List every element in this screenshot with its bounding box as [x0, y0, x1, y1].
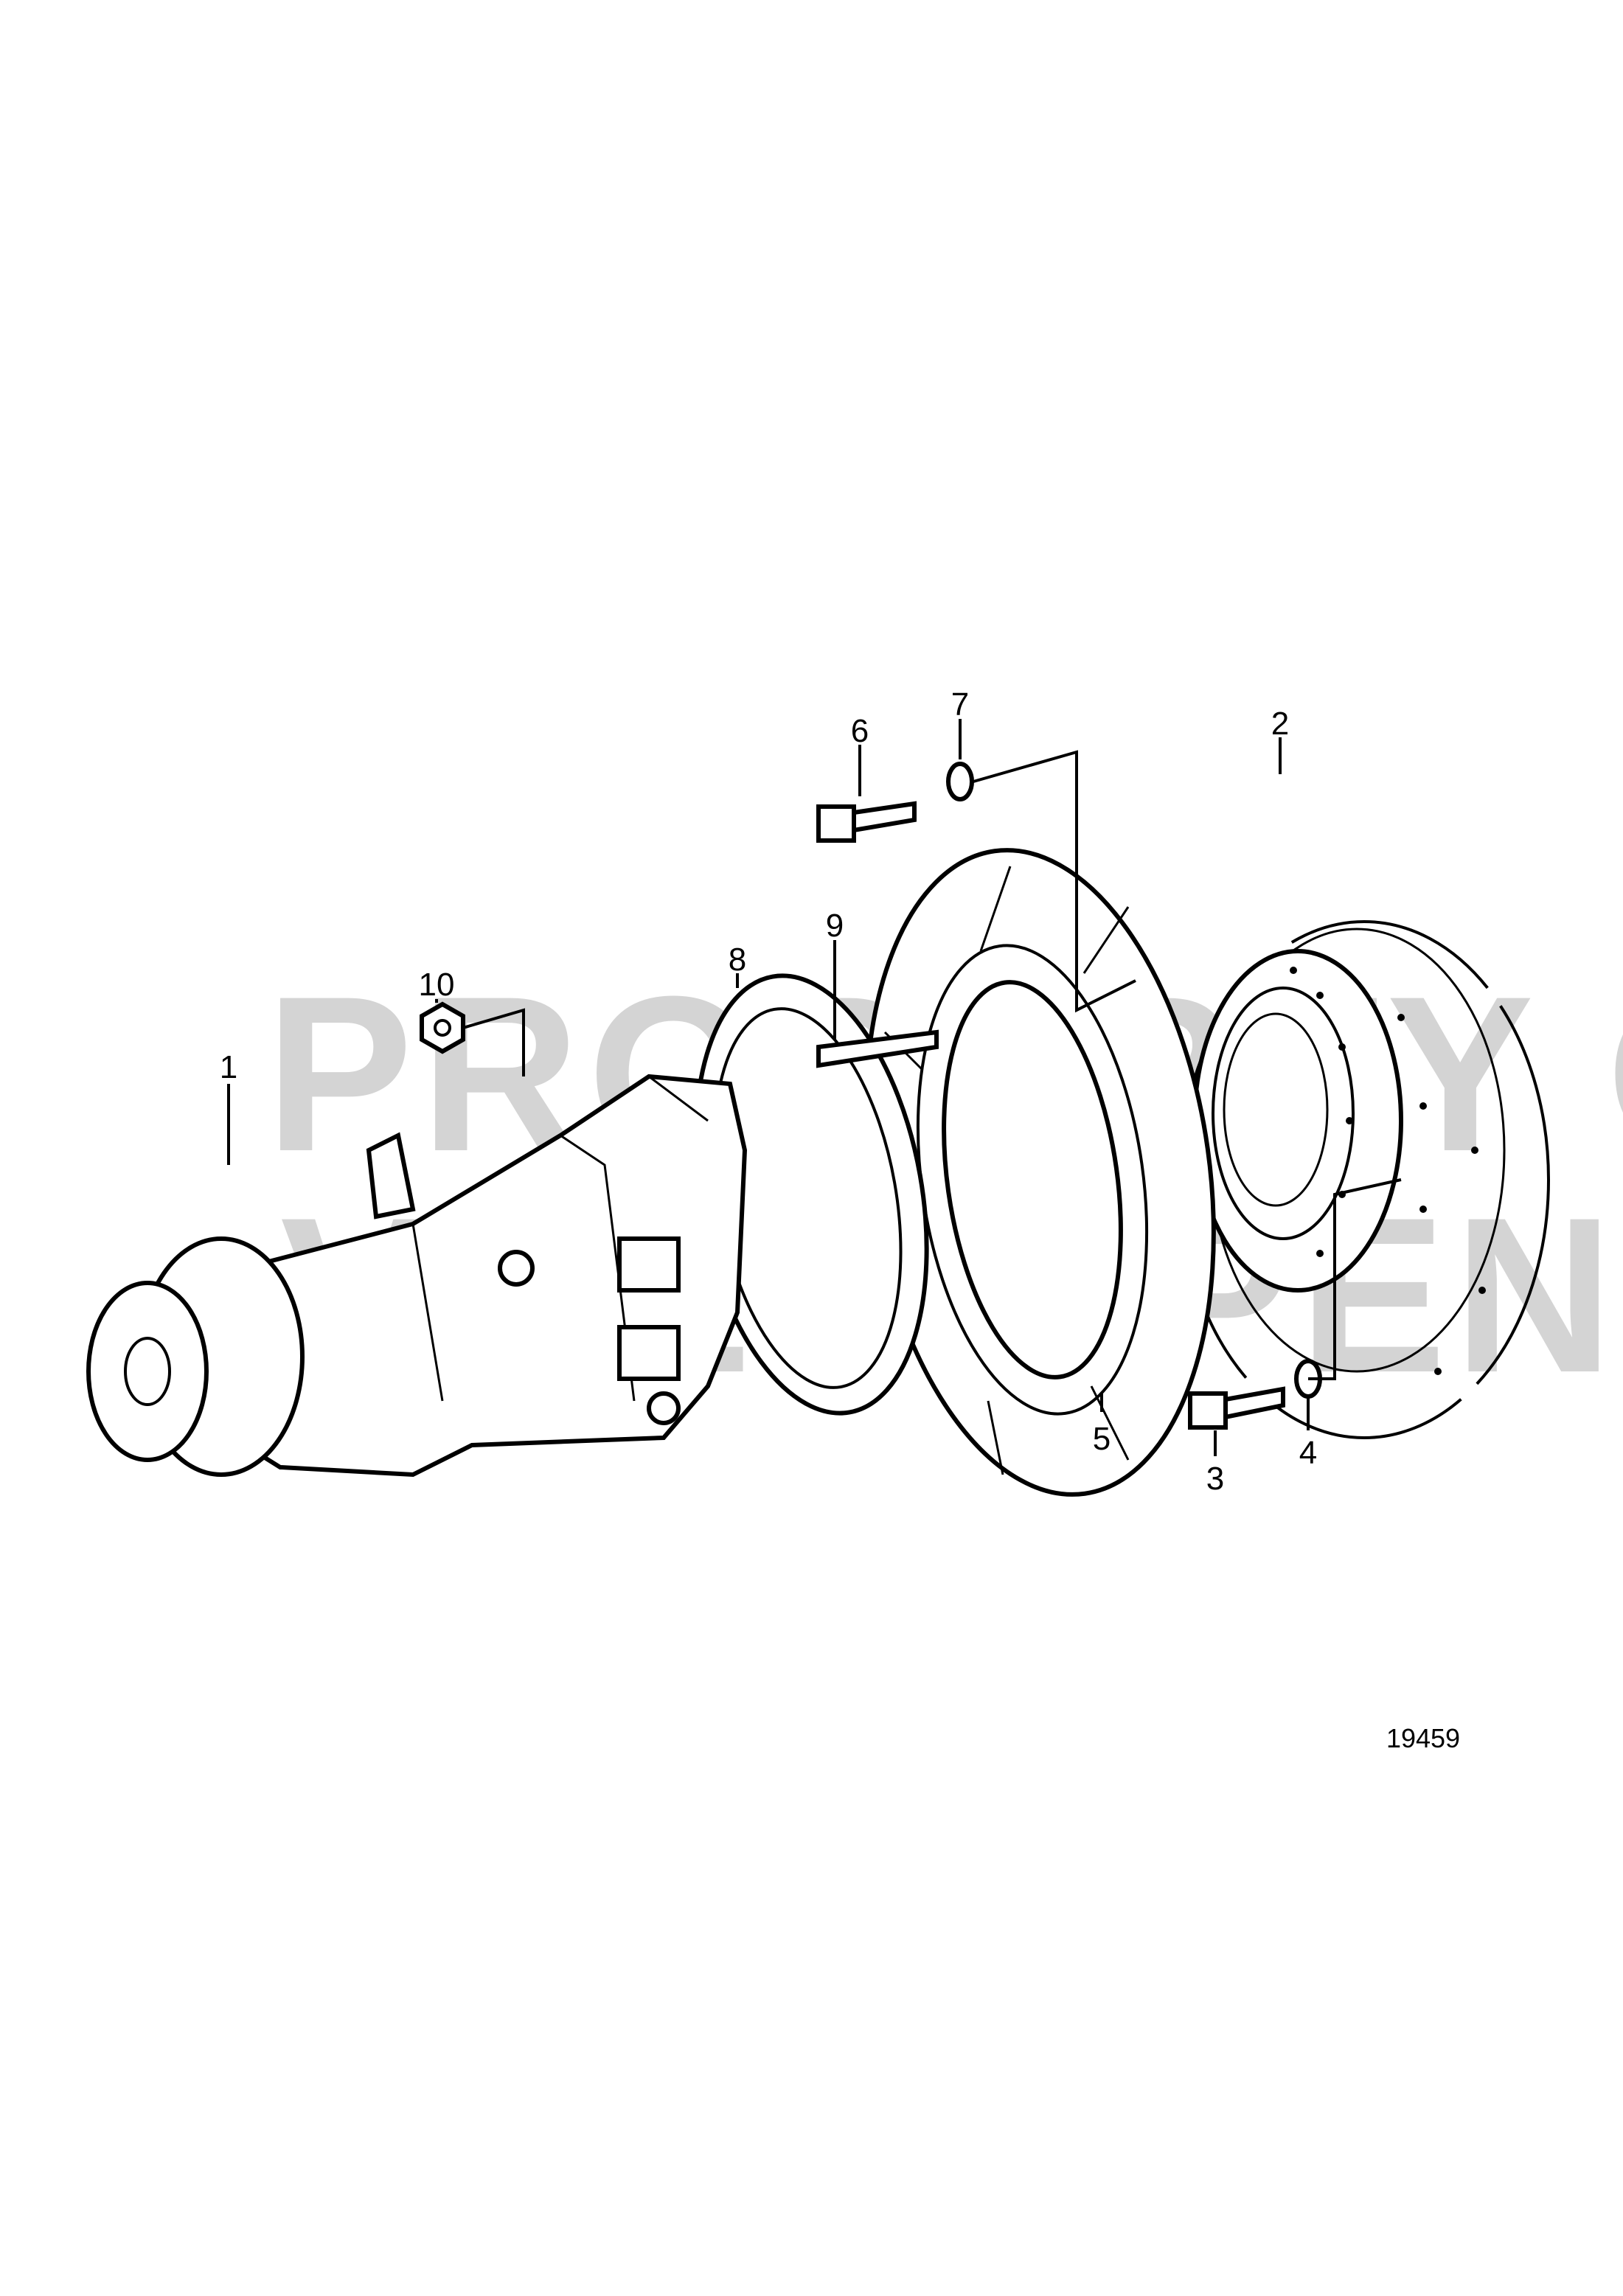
flange-screw-6: [816, 801, 917, 843]
callout-8: 8: [729, 942, 746, 978]
nut: [420, 1001, 465, 1054]
callouts: 1 2 3 4 5 6 7 8 9 10: [220, 686, 1317, 1497]
callout-2: 2: [1271, 706, 1289, 742]
washer-7: [946, 762, 974, 801]
callout-7: 7: [951, 686, 969, 723]
flange-screw-3: [1188, 1386, 1285, 1430]
stud: [816, 1029, 939, 1068]
callout-3: 3: [1206, 1461, 1224, 1497]
figure-number: 19459: [1386, 1723, 1460, 1753]
callout-5: 5: [1093, 1421, 1111, 1457]
reverse-gear-housing: [86, 1074, 748, 1478]
flywheel-coupling: [1178, 920, 1550, 1439]
callout-4: 4: [1299, 1435, 1317, 1471]
leader-lines: [227, 719, 1402, 1456]
adapter-plate: [863, 848, 1216, 1497]
callout-10: 10: [419, 967, 455, 1003]
callout-6: 6: [851, 713, 869, 749]
callout-9: 9: [826, 908, 844, 944]
callout-1: 1: [220, 1049, 237, 1085]
